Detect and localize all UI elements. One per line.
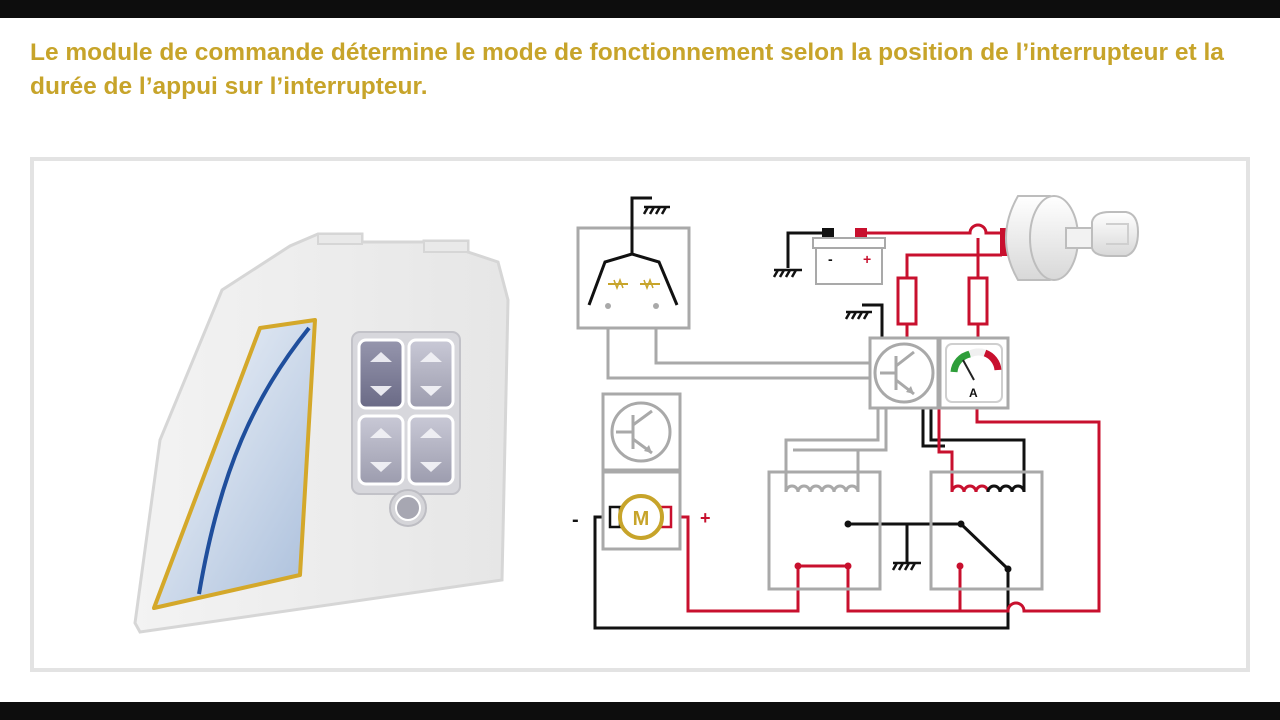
ground-symbol-icon bbox=[772, 268, 802, 278]
resistor-icon bbox=[896, 276, 918, 326]
window-switch-button[interactable] bbox=[357, 338, 405, 410]
bottom-letterbox-bar bbox=[0, 702, 1280, 720]
ground-symbol-icon bbox=[844, 310, 872, 320]
lock-button[interactable] bbox=[389, 489, 427, 527]
motor-icon: M bbox=[601, 470, 682, 551]
window-switch-block bbox=[351, 331, 461, 495]
ammeter-unit-label: A bbox=[969, 386, 978, 400]
battery-plus-label: + bbox=[863, 251, 871, 267]
window-switch-button[interactable] bbox=[407, 338, 455, 410]
battery-icon: - + bbox=[812, 228, 886, 285]
top-letterbox-bar bbox=[0, 0, 1280, 18]
motor-plus-label: + bbox=[700, 508, 711, 528]
ignition-key-icon bbox=[1000, 195, 1140, 281]
red-wires bbox=[680, 223, 1101, 613]
ammeter-icon: A bbox=[938, 336, 1010, 410]
ground-symbol-icon bbox=[642, 205, 670, 215]
battery-minus-label: - bbox=[828, 251, 833, 267]
ground-symbol-icon bbox=[891, 561, 921, 571]
relay-right-icon bbox=[929, 470, 1044, 591]
relay-left-icon bbox=[767, 448, 882, 591]
slide-caption: Le module de commande détermine le mode … bbox=[30, 39, 1224, 100]
motor-minus-label: - bbox=[572, 509, 579, 531]
window-glass bbox=[152, 318, 317, 610]
window-switch-button[interactable] bbox=[407, 414, 455, 486]
window-switch-button[interactable] bbox=[357, 414, 405, 486]
window-switch-symbol bbox=[576, 198, 691, 330]
resistor-icon bbox=[967, 276, 989, 326]
motor-letter: M bbox=[633, 508, 650, 530]
door-panel-icon bbox=[133, 232, 510, 634]
motor-driver-transistor-icon bbox=[601, 392, 682, 472]
control-module-transistor-icon bbox=[868, 336, 940, 410]
